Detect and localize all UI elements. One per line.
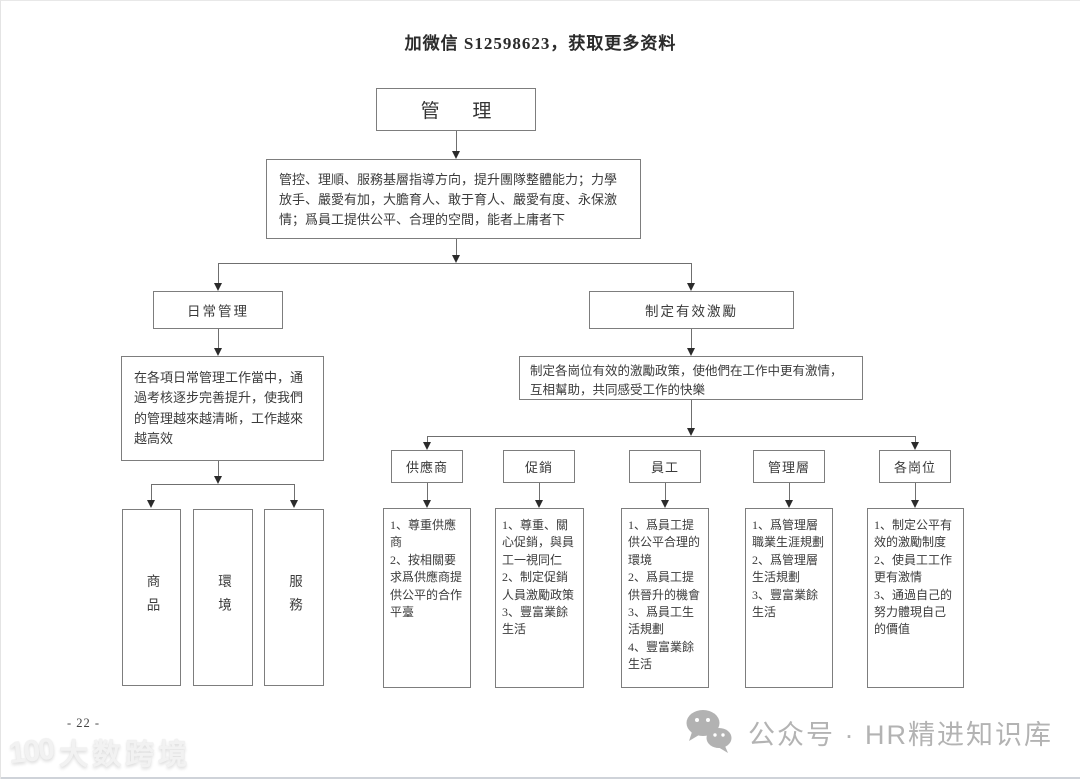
- connector-to-service: [294, 484, 295, 500]
- arrow-down-icon: [214, 476, 222, 484]
- list-item: 3、爲員工生活規劃: [628, 604, 695, 637]
- list-item: 2、使員工工作更有激情: [874, 552, 953, 585]
- list-item: 2、按相關要求爲供應商提供公平的合作平臺: [390, 552, 463, 619]
- arrow-down-icon: [452, 255, 460, 263]
- node-root-label: 管 理: [420, 101, 506, 122]
- node-supplier-label: 供應商: [405, 460, 448, 475]
- connector-to-positions: [915, 436, 916, 442]
- node-management-label: 管理層: [767, 460, 810, 475]
- arrow-down-icon: [423, 442, 431, 450]
- connector-leaves-bar: [151, 484, 295, 485]
- node-management: 管理層: [753, 450, 825, 483]
- connector-employee-detail: [665, 483, 666, 500]
- connector-to-daily: [218, 263, 219, 283]
- node-daily-management: 日常管理: [153, 291, 283, 329]
- connector-to-goods: [151, 484, 152, 500]
- node-leaf-environment-label: 環境: [216, 574, 231, 621]
- arrow-down-icon: [214, 348, 222, 356]
- list-item: 1、制定公平有效的激勵制度: [874, 518, 953, 550]
- node-incentive: 制定有效激勵: [589, 291, 794, 329]
- arrow-down-icon: [687, 348, 695, 356]
- connector-positions-detail: [915, 483, 916, 500]
- node-leaf-environment: 環境: [193, 509, 253, 686]
- list-item: 4、豐富業餘生活: [628, 639, 695, 672]
- connector-summary-split: [456, 239, 457, 255]
- watermark-badge: 100: [7, 732, 55, 771]
- node-leaf-goods: 商品: [122, 509, 181, 686]
- connector-incentive-desc: [691, 329, 692, 348]
- node-promotion: 促銷: [503, 450, 575, 483]
- list-item: 2、制定促銷人員激勵政策: [502, 570, 575, 602]
- arrow-down-icon: [214, 283, 222, 291]
- node-root: 管 理: [376, 88, 536, 131]
- node-summary: 管控、理順、服務基層指導方向，提升團隊整體能力；力學放手、嚴愛有加，大膽育人、敢…: [266, 159, 641, 239]
- arrow-down-icon: [290, 500, 298, 508]
- arrow-down-icon: [785, 500, 793, 508]
- connector-supplier-detail: [427, 483, 428, 500]
- list-item: 2、爲員工提供晉升的機會: [628, 570, 701, 602]
- page-bottom-edge: [1, 777, 1080, 779]
- node-leaf-service-label: 服務: [287, 574, 302, 621]
- header-note: 加微信 S12598623，获取更多资料: [404, 34, 677, 53]
- arrow-down-icon: [423, 500, 431, 508]
- node-positions-label: 各崗位: [893, 460, 936, 475]
- connector-to-incentive: [691, 263, 692, 283]
- list-item: 2、爲管理層生活規劃: [752, 552, 819, 585]
- arrow-down-icon: [661, 500, 669, 508]
- connector-to-supplier: [427, 436, 428, 442]
- arrow-down-icon: [687, 283, 695, 291]
- list-item: 3、豐富業餘生活: [502, 604, 569, 637]
- connector-root-summary: [456, 131, 457, 152]
- wechat-icon: [684, 709, 734, 755]
- arrow-down-icon: [147, 500, 155, 508]
- watermark-logo: 100 大数跨境: [7, 731, 192, 773]
- node-leaf-service: 服務: [264, 509, 324, 686]
- node-incentive-description: 制定各崗位有效的激勵政策，使他們在工作中更有激情，互相幫助，共同感受工作的快樂: [519, 356, 863, 400]
- arrow-down-icon: [911, 500, 919, 508]
- list-item: 1、爲員工提供公平合理的環境: [628, 518, 701, 567]
- connector-columns-bar: [427, 436, 916, 437]
- list-item: 1、爲管理層職業生涯規劃: [752, 518, 825, 550]
- node-supplier: 供應商: [391, 450, 463, 483]
- arrow-down-icon: [911, 442, 919, 450]
- watermark-text: 大数跨境: [59, 739, 192, 771]
- node-employee: 員工: [629, 450, 701, 483]
- node-employee-label: 員工: [650, 460, 679, 475]
- list-item: 1、尊重、關心促銷，與員工一視同仁: [502, 518, 575, 567]
- wechat-account-label: 公众号 · HR精进知识库: [748, 719, 1053, 750]
- arrow-down-icon: [687, 428, 695, 436]
- node-positions: 各崗位: [879, 450, 951, 483]
- arrow-down-icon: [452, 151, 460, 159]
- connector-branch-bar: [218, 263, 692, 264]
- page-number: - 22 -: [67, 716, 101, 730]
- node-leaf-goods-label: 商品: [144, 574, 160, 621]
- connector-promotion-detail: [539, 483, 540, 500]
- list-item: 1、尊重供應商: [390, 518, 457, 550]
- connector-management-detail: [789, 483, 790, 500]
- node-daily-management-label: 日常管理: [187, 304, 249, 319]
- connector-daily-desc: [218, 329, 219, 348]
- node-incentive-label: 制定有效激勵: [645, 304, 738, 319]
- node-daily-description: 在各項日常管理工作當中，通過考核逐步完善提升，使我們的管理越來越清晰，工作越來越…: [121, 356, 324, 461]
- connector-incentive-split: [691, 400, 692, 428]
- arrow-down-icon: [535, 500, 543, 508]
- wechat-banner: 公众号 · HR精进知识库: [684, 709, 1053, 755]
- connector-daily-split: [218, 461, 219, 476]
- list-item: 3、通過自己的努力體現自己的價值: [874, 587, 953, 637]
- list-item: 3、豐富業餘生活: [752, 587, 819, 619]
- node-promotion-label: 促銷: [524, 460, 553, 475]
